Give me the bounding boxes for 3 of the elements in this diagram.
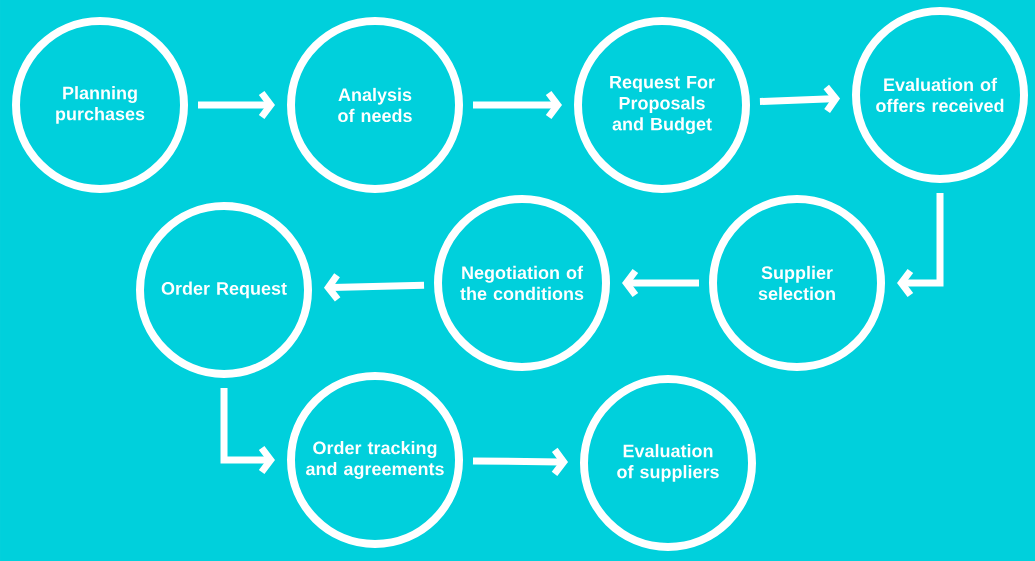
arrow [759,84,841,114]
arrow [472,447,568,476]
arrow [323,273,425,302]
